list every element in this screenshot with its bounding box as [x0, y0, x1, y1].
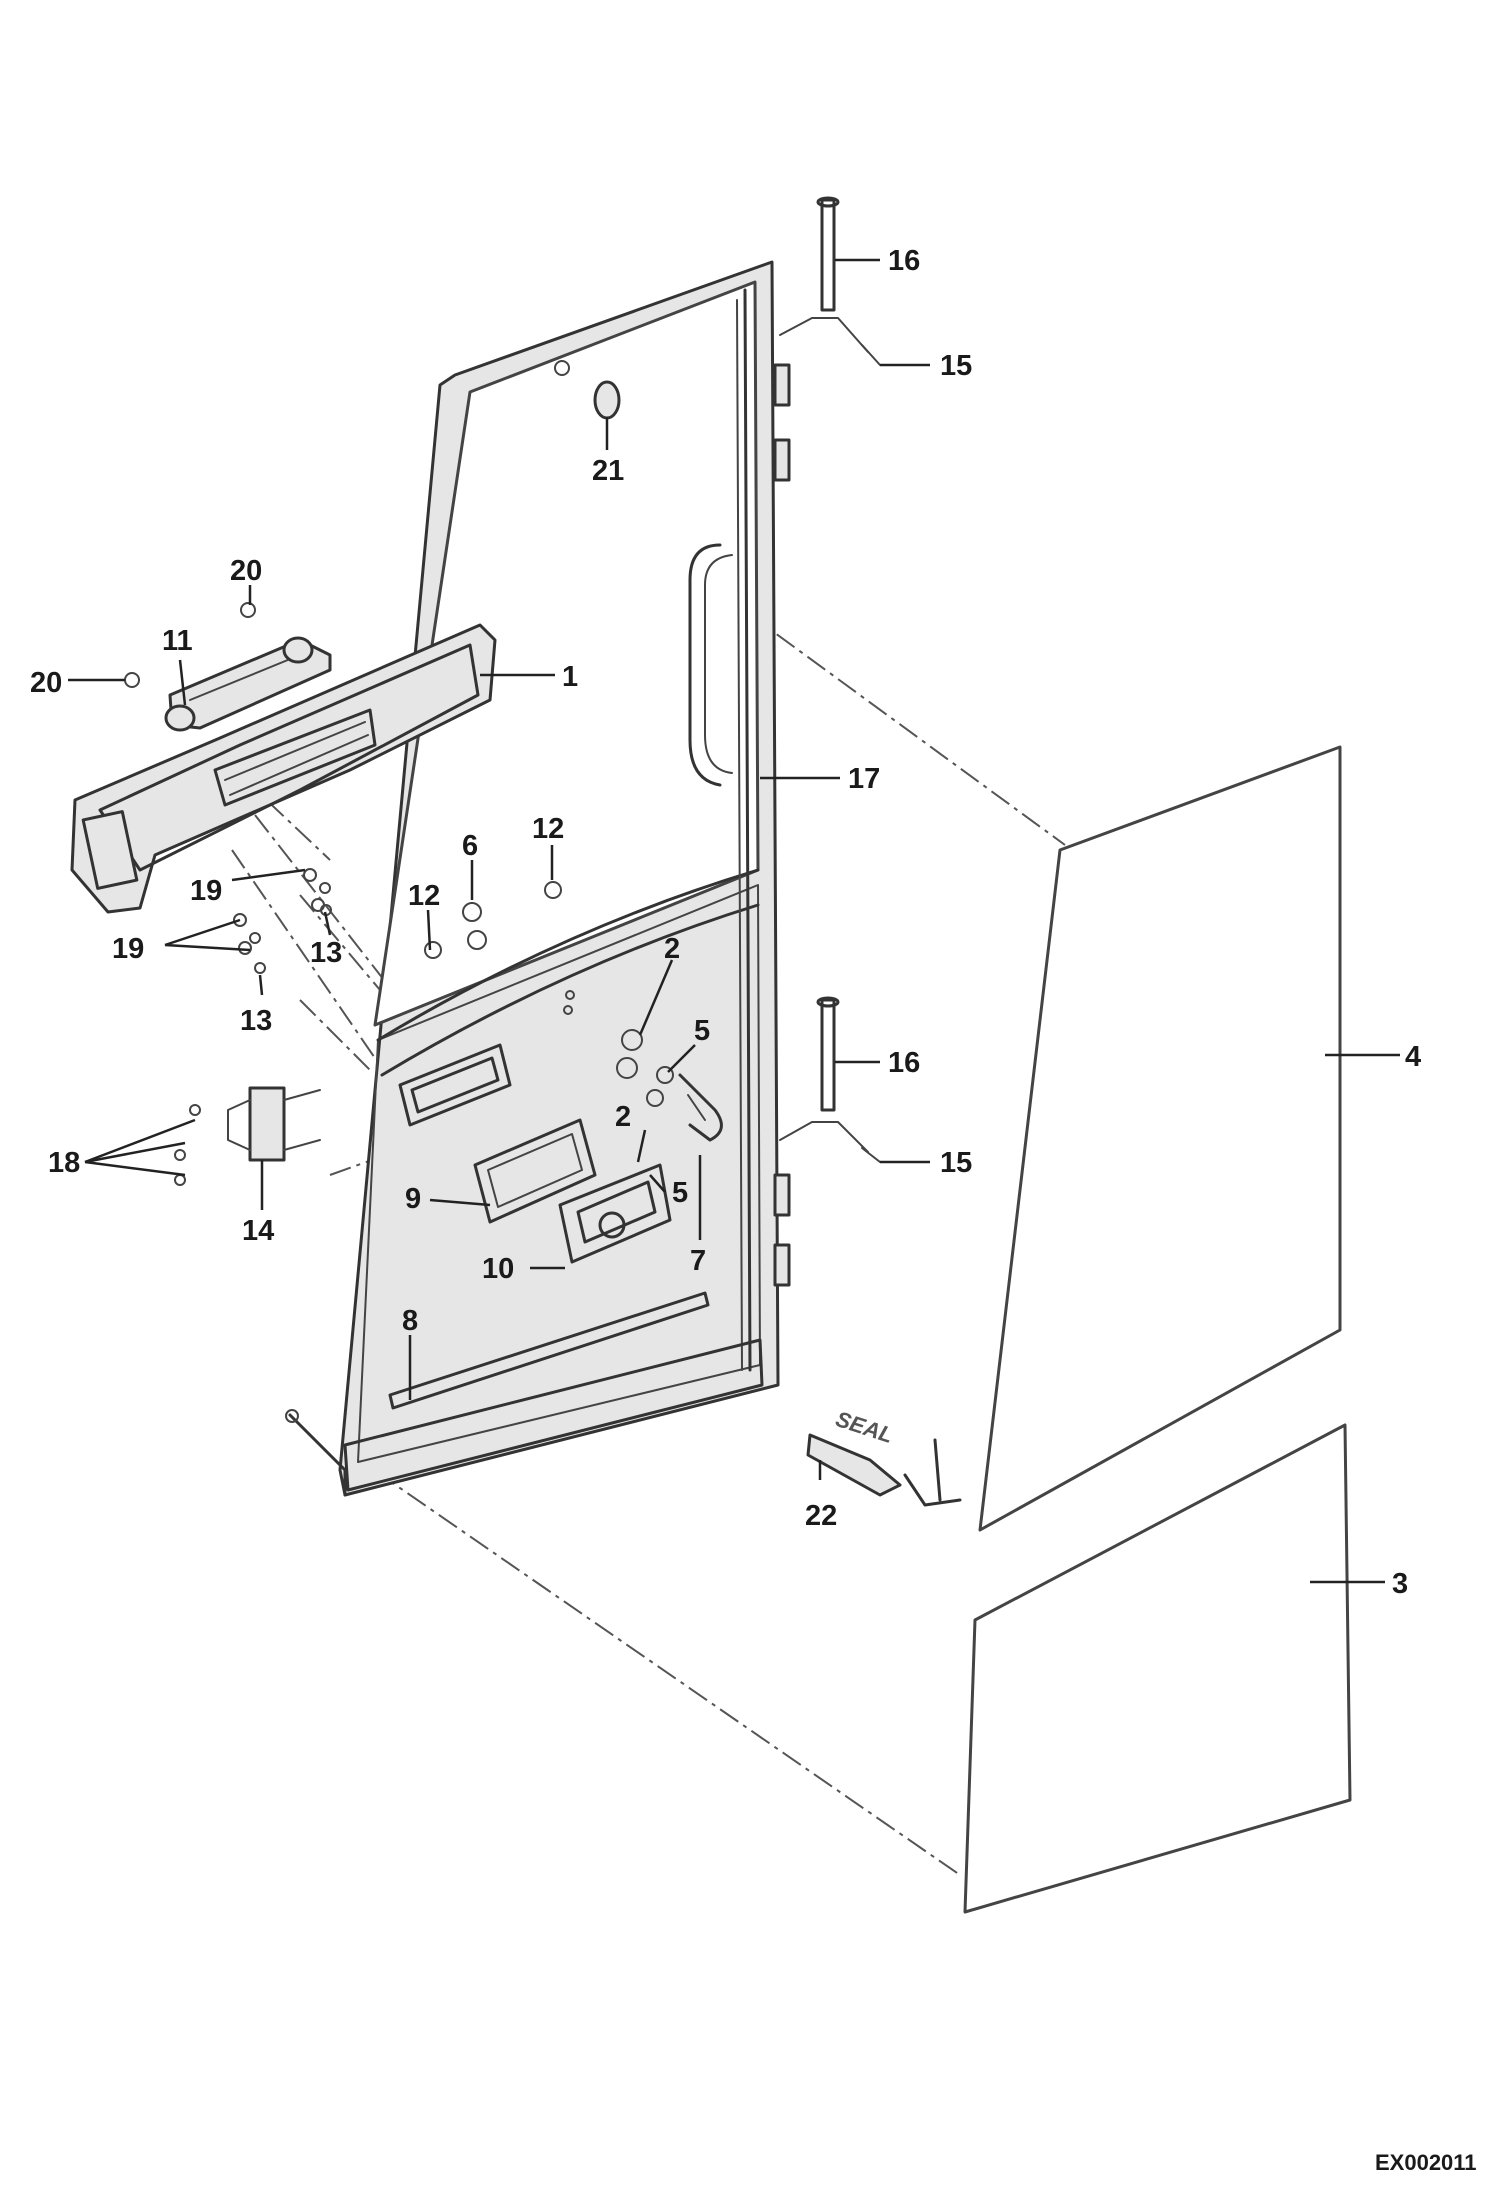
callout-12-right: 12: [532, 813, 564, 845]
callout-9: 9: [405, 1183, 421, 1215]
callout-15-lower: 15: [940, 1147, 972, 1179]
grab-handle: [164, 636, 332, 732]
callouts: 1 2 2 3 4 5 5 6 7 8 9 10 11 12 12 13 13 …: [30, 245, 1421, 1600]
callout-19-upper: 19: [190, 875, 222, 907]
callout-5-upper: 5: [694, 1015, 710, 1047]
callout-22: 22: [805, 1500, 837, 1532]
callout-13-upper: 13: [310, 937, 342, 969]
leader-lines: [68, 258, 1400, 1584]
callout-12-left: 12: [408, 880, 440, 912]
callout-20-top: 20: [230, 555, 262, 587]
callout-2-lower: 2: [615, 1101, 631, 1133]
callout-17: 17: [848, 763, 880, 795]
seal-label: SEAL: [833, 1406, 897, 1448]
handrail-assembly: [70, 623, 497, 914]
callout-8: 8: [402, 1305, 418, 1337]
callout-1: 1: [562, 661, 578, 693]
callout-3: 3: [1392, 1568, 1408, 1600]
callout-2-upper: 2: [664, 933, 680, 965]
cam-7: [678, 1073, 723, 1142]
callout-18: 18: [48, 1147, 80, 1179]
callout-14: 14: [242, 1215, 274, 1247]
callout-6: 6: [462, 830, 478, 862]
lower-glass-panel: [963, 1423, 1352, 1914]
callout-20-left: 20: [30, 667, 62, 699]
callout-21: 21: [592, 455, 624, 487]
callout-5-lower: 5: [672, 1177, 688, 1209]
callout-16-lower: 16: [888, 1047, 920, 1079]
hinge-pin-lower: [779, 996, 881, 1163]
seal-strip-8: [388, 1291, 710, 1410]
upper-glass-panel: [978, 745, 1342, 1532]
callout-15-upper: 15: [940, 350, 972, 382]
hinge-pin-upper: [779, 196, 881, 366]
latch-14: [227, 1086, 321, 1162]
callout-7: 7: [690, 1245, 706, 1277]
seal-tool-22: [806, 1433, 962, 1507]
callout-16-upper: 16: [888, 245, 920, 277]
handle-bezel-9: [473, 1118, 597, 1224]
door-frame: [285, 260, 791, 1497]
callout-19-lower: 19: [112, 933, 144, 965]
lock-assembly-10: [558, 1163, 672, 1264]
callout-4: 4: [1405, 1041, 1421, 1073]
drawing-code: EX002011: [1375, 2150, 1477, 2175]
callout-11: 11: [162, 625, 193, 657]
callout-10: 10: [482, 1253, 514, 1285]
callout-13-lower: 13: [240, 1005, 272, 1037]
interior-handle: [398, 1043, 512, 1127]
